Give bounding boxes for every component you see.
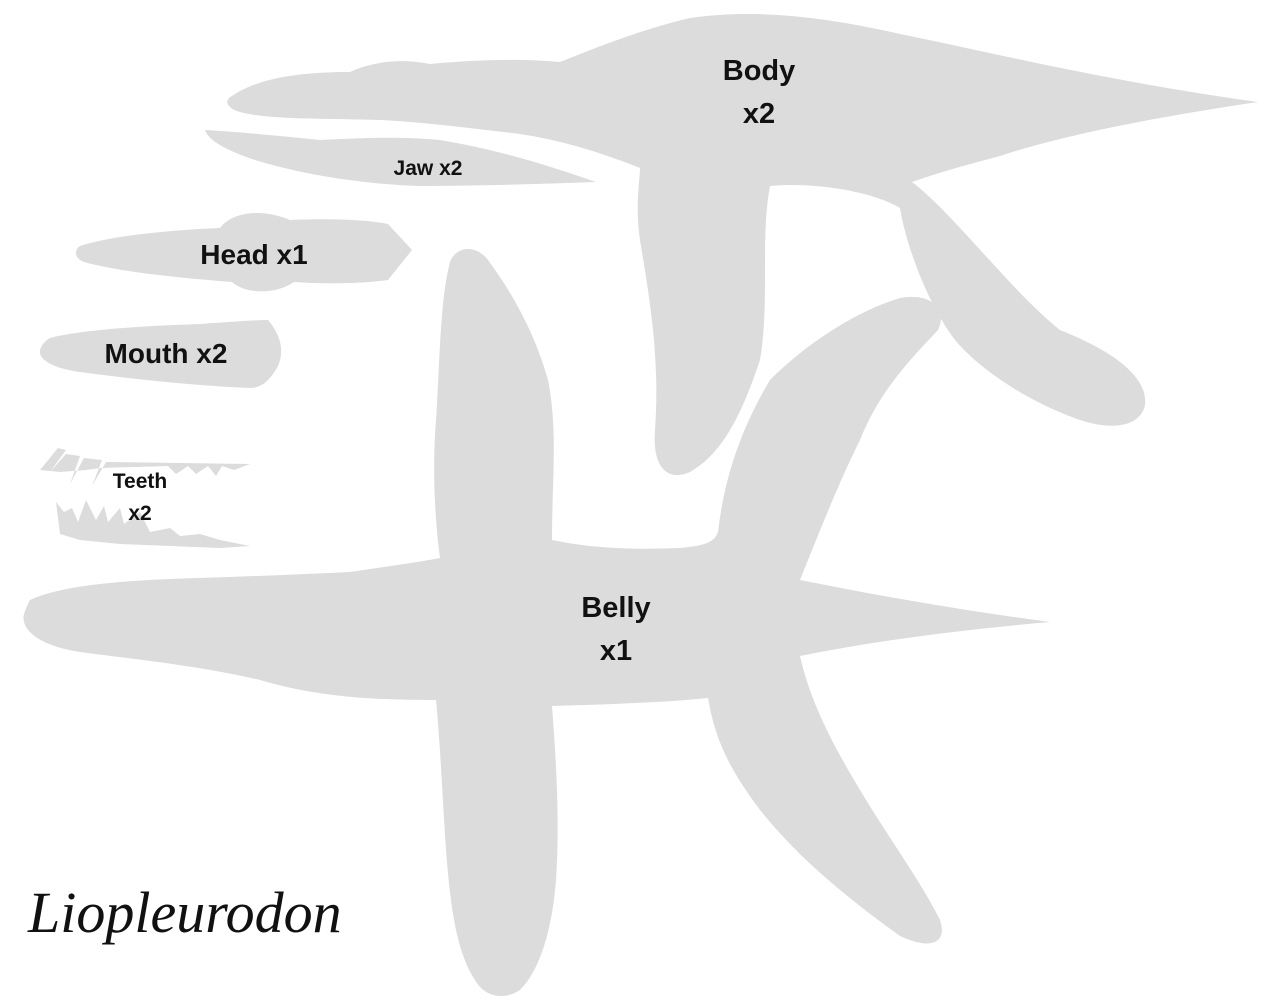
mouth-piece: Mouth x2 <box>39 320 282 388</box>
body-label-name: Body <box>723 55 796 87</box>
body-shape <box>227 13 1258 476</box>
belly-label-count: x1 <box>600 635 632 667</box>
teeth-label-name: Teeth <box>113 470 167 493</box>
belly-shape <box>23 248 1050 996</box>
jaw-shape <box>205 130 596 186</box>
jaw-label: Jaw x2 <box>394 157 463 180</box>
belly-label-name: Belly <box>581 592 650 624</box>
mouth-label: Mouth x2 <box>105 338 228 369</box>
teeth-label-count: x2 <box>128 502 151 525</box>
body-piece: Body x2 <box>227 13 1258 476</box>
belly-piece: Belly x1 <box>23 248 1050 996</box>
jaw-piece: Jaw x2 <box>205 130 596 186</box>
head-label: Head x1 <box>200 239 307 270</box>
teeth-upper-shape <box>40 448 250 486</box>
teeth-piece: Teeth x2 <box>40 448 250 548</box>
body-label-count: x2 <box>743 98 775 130</box>
mouth-shape <box>39 320 282 388</box>
teeth-lower-shape <box>56 500 250 548</box>
head-shape <box>75 213 413 292</box>
head-piece: Head x1 <box>75 213 413 292</box>
pattern-title: Liopleurodon <box>27 880 342 945</box>
